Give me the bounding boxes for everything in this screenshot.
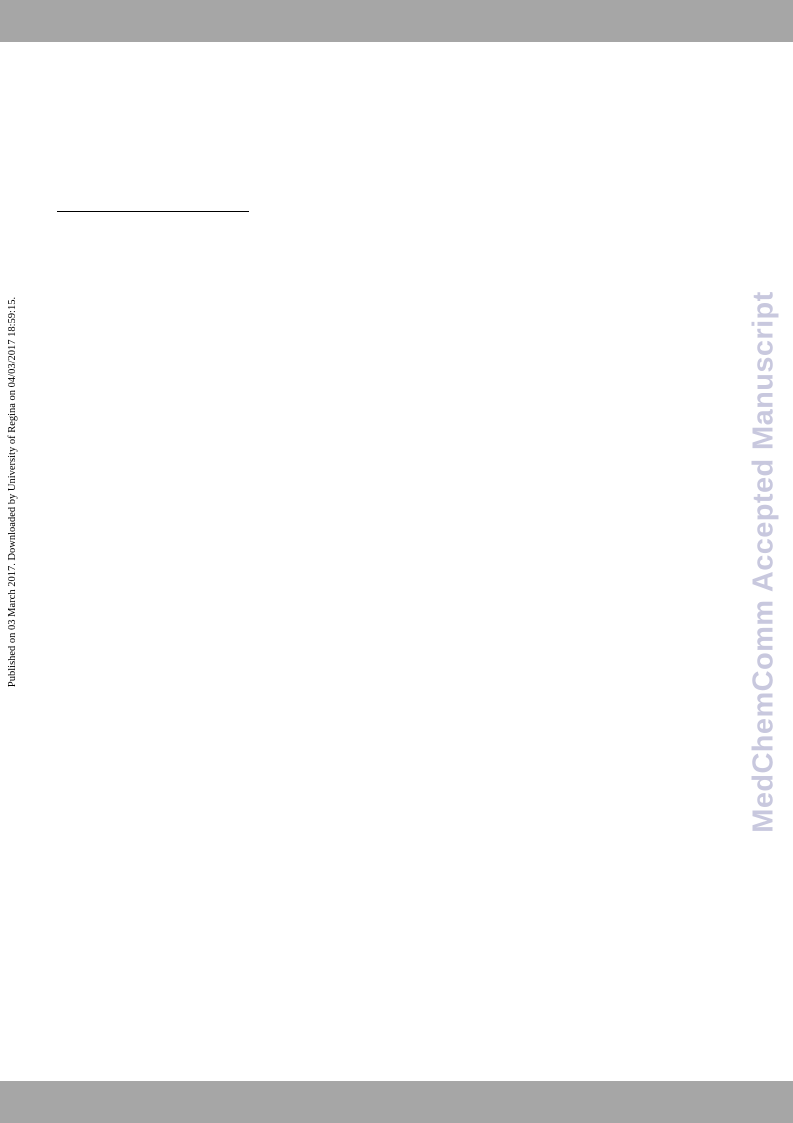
publication-margin-note: Published on 03 March 2017. Downloaded b… bbox=[6, 296, 18, 688]
header-band bbox=[0, 0, 793, 42]
accepted-manuscript-watermark: MedChemComm Accepted Manuscript bbox=[747, 291, 780, 833]
footer-band bbox=[0, 1081, 793, 1123]
footnote-separator-rule bbox=[57, 211, 249, 212]
